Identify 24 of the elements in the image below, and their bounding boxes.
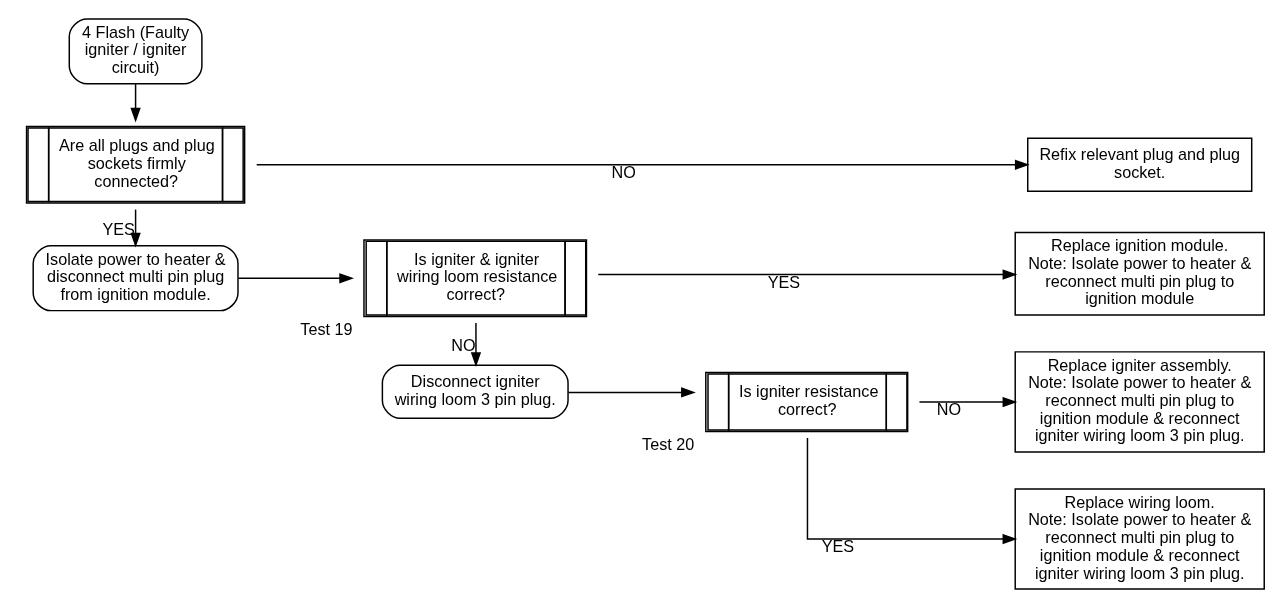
arrow [470, 321, 482, 367]
node-box: Replace wiring loom. Note: Isolate power to heater & reconnect multi pin plug to ignition module & reconnect igniter wiring loom 3 pin plug. [1014, 487, 1265, 590]
node-label: Test 19 [300, 319, 353, 338]
arrow [597, 268, 1018, 280]
arrow [130, 208, 141, 247]
edge-label: NO [611, 162, 636, 181]
edge-label: NO [451, 335, 476, 354]
edge-label: NO [936, 399, 961, 418]
arrow [130, 82, 141, 122]
node-box: Isolate power to heater & disconnect multi pin plug from ignition module. [32, 244, 239, 311]
node-box: Disconnect igniter wiring loom 3 pin plug. [381, 363, 569, 419]
arrow [806, 436, 1018, 544]
node-box: Replace igniter assembly. Note: Isolate power to heater & reconnect multi pin plug to ignition module & reconnect igniter wiring loom 3 pin plug. [1014, 350, 1265, 453]
edge-label: YES [767, 272, 801, 290]
edge-label: YES [102, 219, 135, 237]
edge-label: YES [821, 536, 855, 555]
node-box: Replace ignition module. Note: Isolate power to heater & reconnect multi pin plug to ignition module [1014, 231, 1265, 316]
arrow [255, 159, 1030, 170]
node-label: Test 20 [642, 434, 695, 453]
arrow [918, 396, 1018, 407]
node-box: 4 Flash (Faulty igniter / igniter circuit) [68, 17, 203, 84]
arrow [237, 272, 355, 283]
arrow [567, 386, 696, 398]
node-box: Refix relevant plug and plug socket. [1027, 137, 1253, 192]
